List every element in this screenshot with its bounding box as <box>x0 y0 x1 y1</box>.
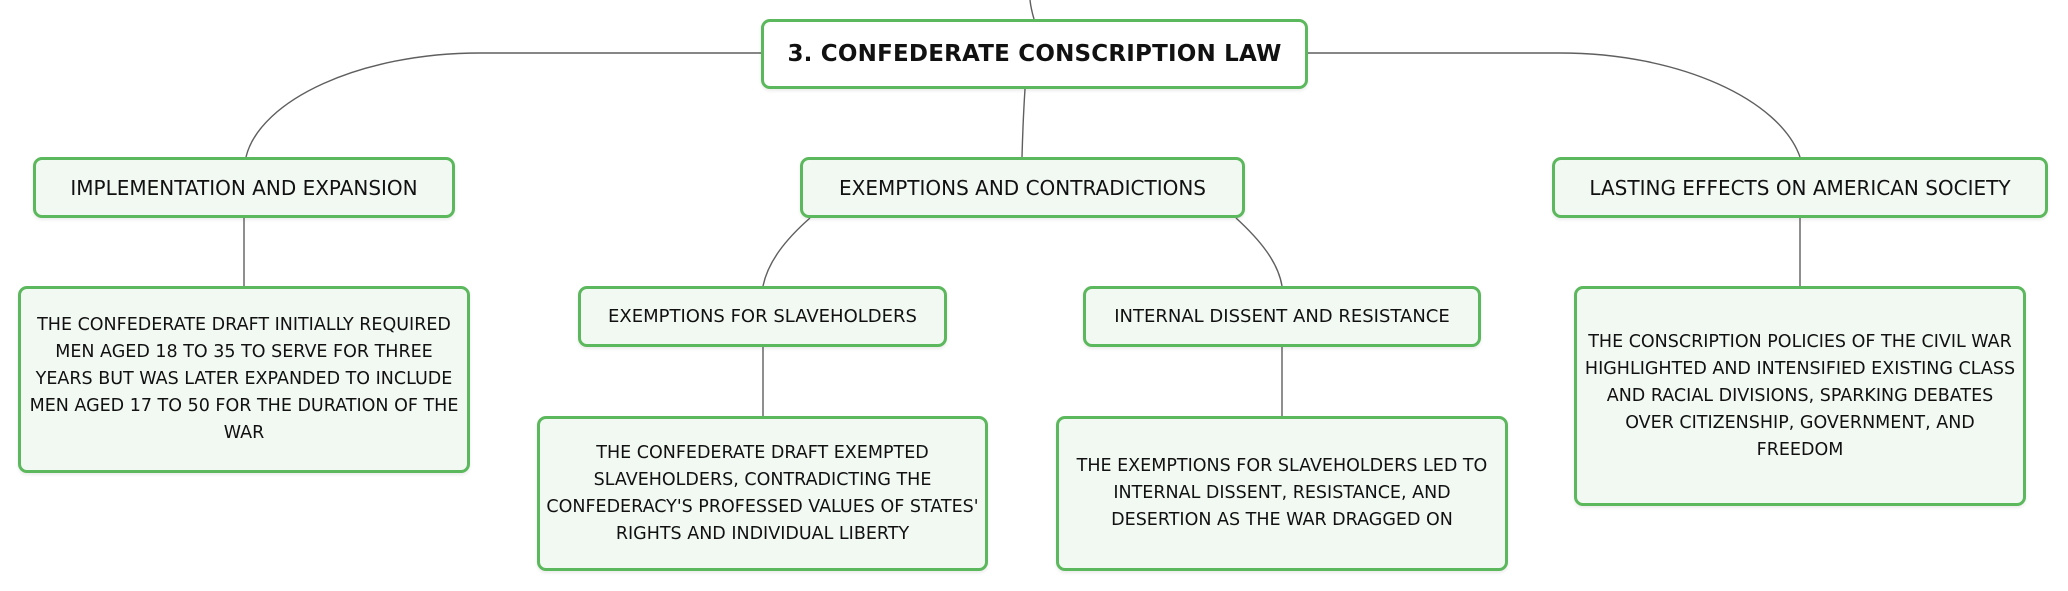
subtopic-dissent-node[interactable]: INTERNAL DISSENT AND RESISTANCE <box>1083 286 1481 347</box>
implementation-detail-text: THE CONFEDERATE DRAFT INITIALLY REQUIRED… <box>29 315 459 443</box>
subtopic-dissent-title: INTERNAL DISSENT AND RESISTANCE <box>1114 306 1450 327</box>
dissent-detail-text: THE EXEMPTIONS FOR SLAVEHOLDERS LED TO I… <box>1076 456 1488 530</box>
root-topic-title: 3. CONFEDERATE CONSCRIPTION LAW <box>787 41 1282 67</box>
branch-implementation-title: IMPLEMENTATION AND EXPANSION <box>70 175 418 200</box>
subtopic-slaveholders-title: EXEMPTIONS FOR SLAVEHOLDERS <box>608 306 917 327</box>
connector-root-to-lasting <box>1308 52 1801 158</box>
connector-parent-to-root <box>1029 0 1035 20</box>
branch-exemptions-title: EXEMPTIONS AND CONTRADICTIONS <box>839 175 1206 200</box>
slaveholders-detail-text: THE CONFEDERATE DRAFT EXEMPTED SLAVEHOLD… <box>546 442 979 544</box>
subtopic-slaveholders-node[interactable]: EXEMPTIONS FOR SLAVEHOLDERS <box>578 286 947 347</box>
connector-exemptions-to-dissent <box>1235 217 1283 287</box>
slaveholders-detail-node[interactable]: THE CONFEDERATE DRAFT EXEMPTED SLAVEHOLD… <box>537 416 988 571</box>
implementation-detail-node[interactable]: THE CONFEDERATE DRAFT INITIALLY REQUIRED… <box>18 286 470 473</box>
branch-exemptions-node[interactable]: EXEMPTIONS AND CONTRADICTIONS <box>800 157 1245 218</box>
branch-implementation-node[interactable]: IMPLEMENTATION AND EXPANSION <box>33 157 455 218</box>
branch-lasting-effects-node[interactable]: LASTING EFFECTS ON AMERICAN SOCIETY <box>1552 157 2048 218</box>
branch-lasting-effects-title: LASTING EFFECTS ON AMERICAN SOCIETY <box>1589 175 2011 200</box>
dissent-detail-node[interactable]: THE EXEMPTIONS FOR SLAVEHOLDERS LED TO I… <box>1056 416 1508 571</box>
connector-root-to-exemptions <box>1021 88 1026 158</box>
root-topic-node[interactable]: 3. CONFEDERATE CONSCRIPTION LAW <box>761 19 1308 89</box>
connector-root-to-implementation <box>245 52 761 158</box>
lasting-effects-detail-text: THE CONSCRIPTION POLICIES OF THE CIVIL W… <box>1584 331 2016 460</box>
connector-exemptions-to-slaveholders <box>762 217 811 287</box>
lasting-effects-detail-node[interactable]: THE CONSCRIPTION POLICIES OF THE CIVIL W… <box>1574 286 2026 506</box>
